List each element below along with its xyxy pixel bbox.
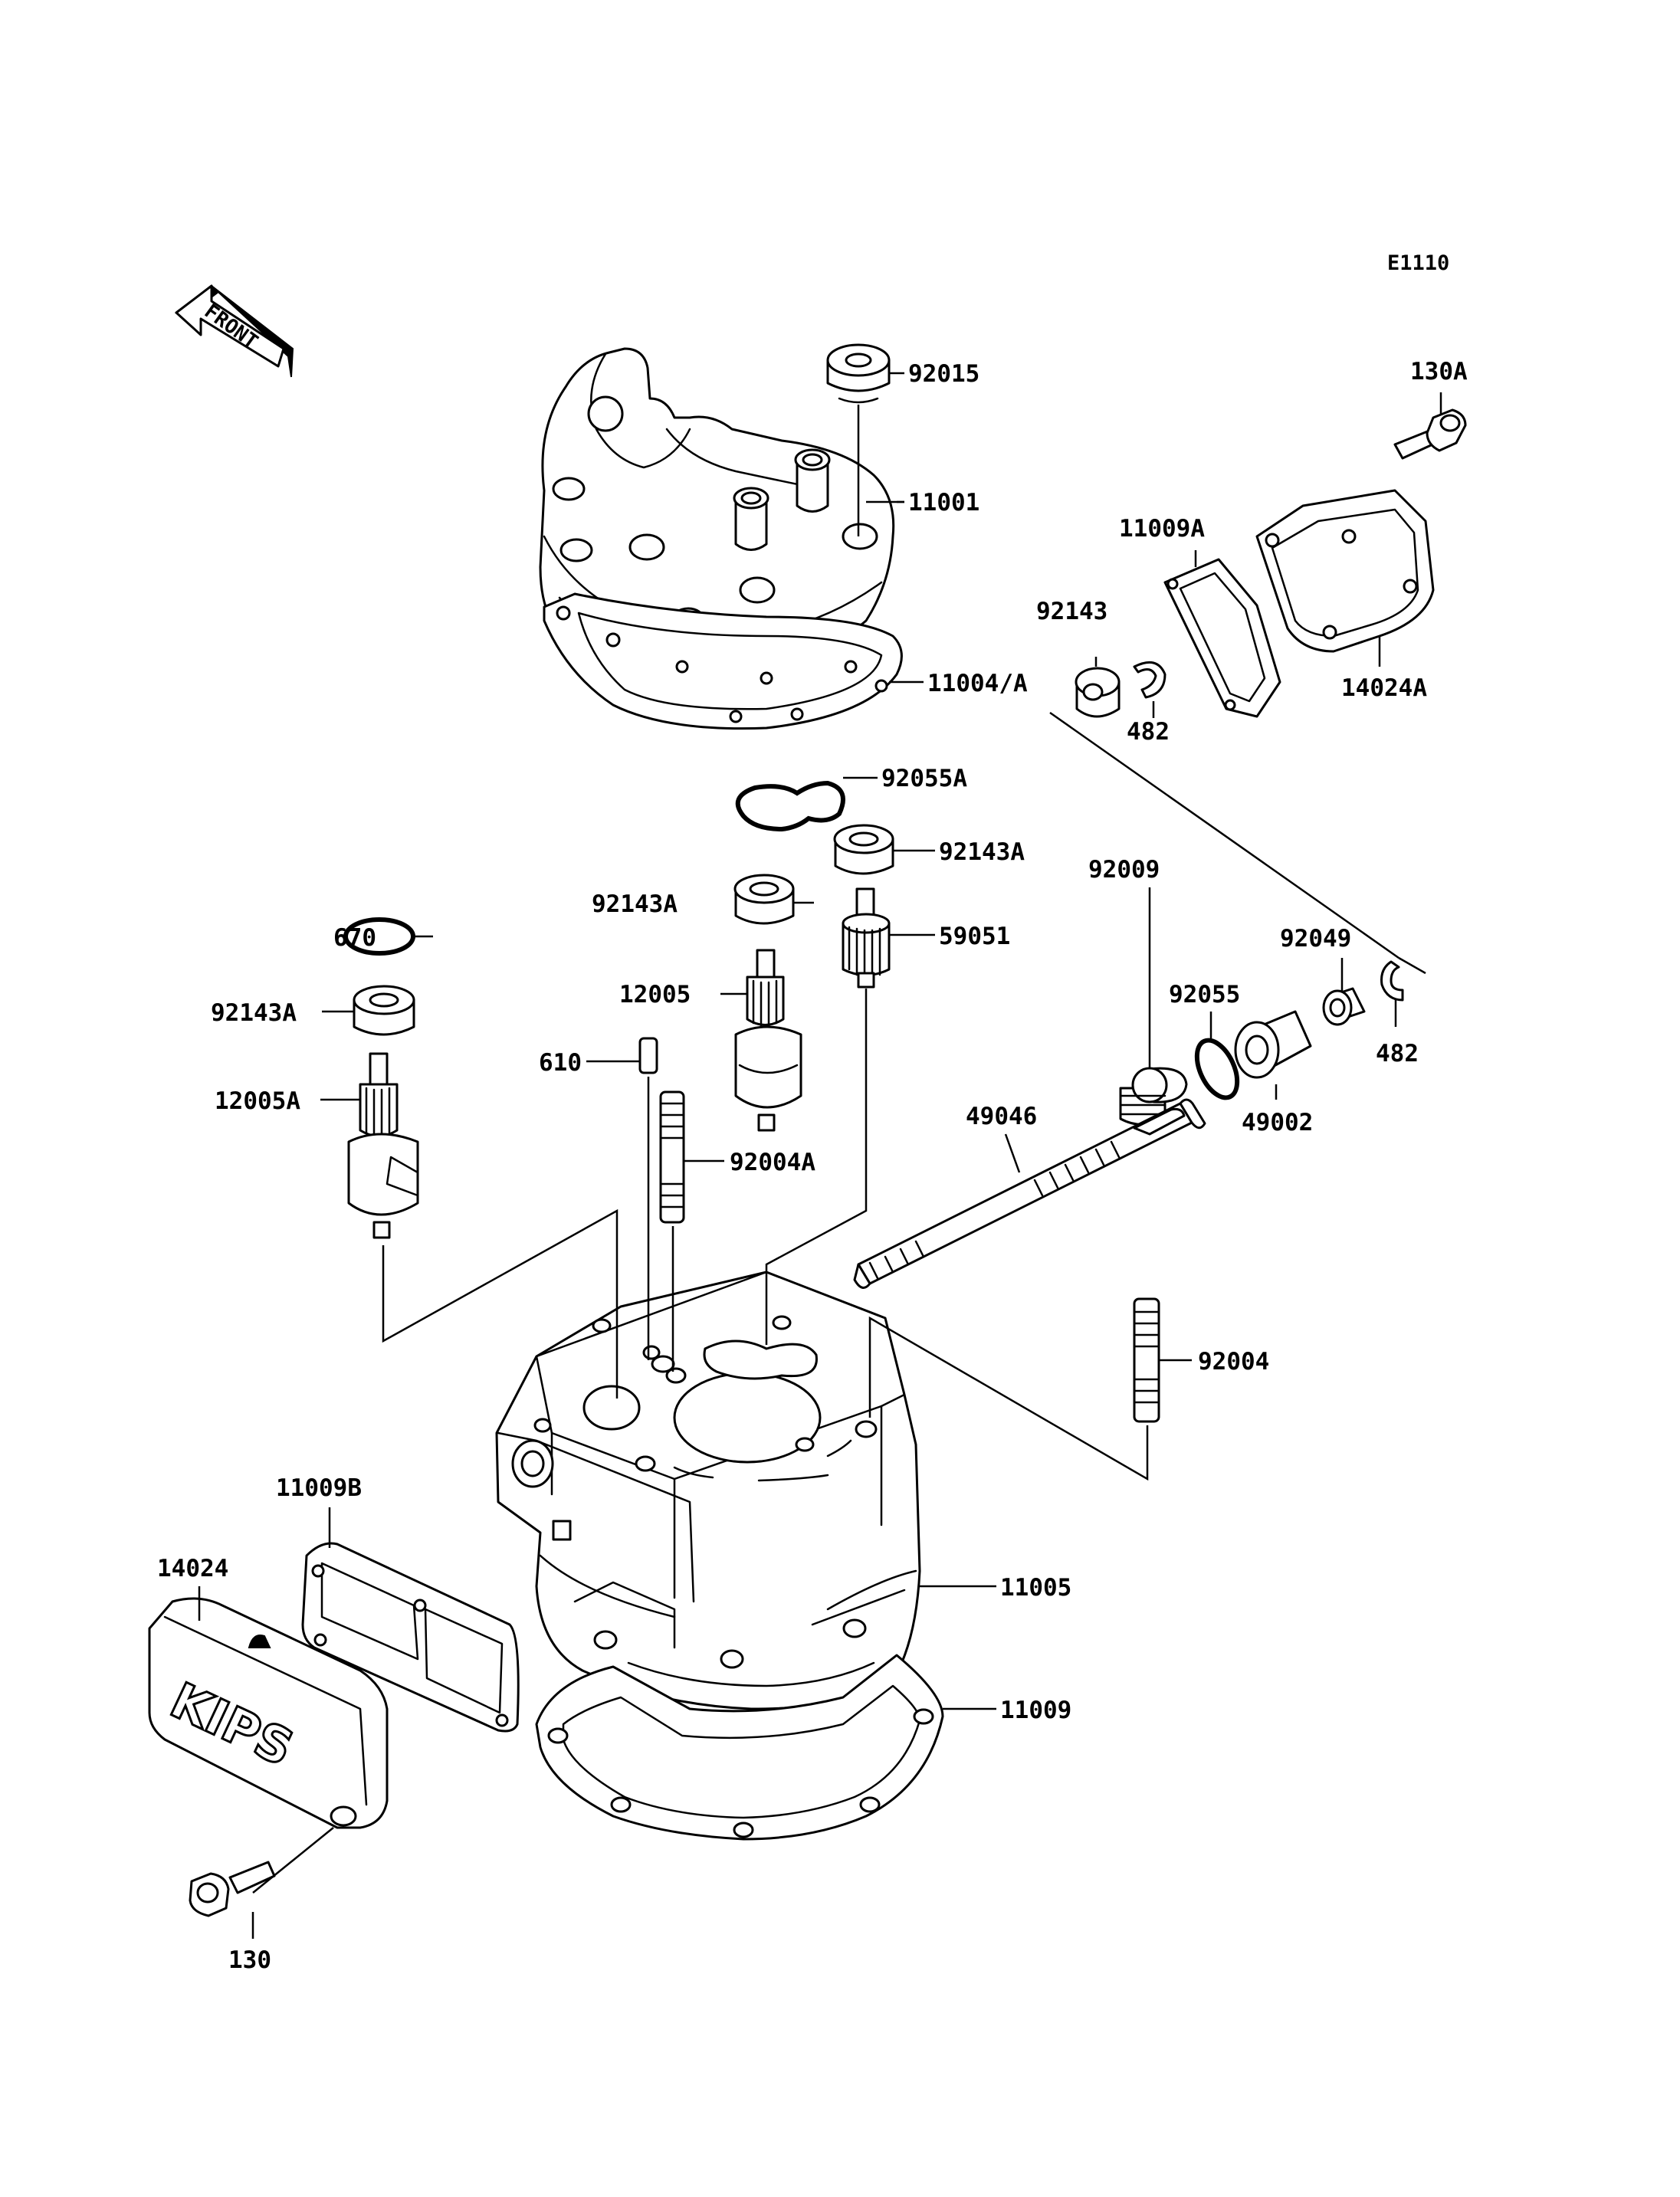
label-92004: 92004 <box>1198 1348 1269 1376</box>
label-92015: 92015 <box>908 360 979 388</box>
cover-14024A <box>1255 489 1435 653</box>
circlip-482-bottom <box>1380 960 1404 1002</box>
label-11005: 11005 <box>1000 1574 1071 1602</box>
o-ring-92055 <box>1194 1038 1240 1100</box>
bolt-130 <box>189 1861 276 1917</box>
circlip-482-top <box>1133 661 1166 699</box>
base-gasket-11009 <box>535 1654 944 1841</box>
label-59051: 59051 <box>939 923 1010 950</box>
gasket-11009B <box>301 1542 520 1733</box>
valve-12005 <box>734 949 802 1132</box>
cap-92143 <box>1075 667 1121 718</box>
nut-92015 <box>826 343 891 404</box>
label-14024A: 14024A <box>1341 674 1427 702</box>
diagram-code: E1110 <box>1387 251 1449 275</box>
label-130A: 130A <box>1410 358 1468 385</box>
part-labels: 92015 11001 130A 11009A 92143 11004/A 14… <box>157 358 1468 1974</box>
label-14024: 14024 <box>157 1555 228 1582</box>
cap-92143A-right <box>833 824 894 875</box>
bolt-130A <box>1393 408 1467 460</box>
label-92143: 92143 <box>1036 598 1107 625</box>
label-670: 670 <box>333 924 376 952</box>
label-49002: 49002 <box>1242 1109 1313 1136</box>
label-92004A: 92004A <box>730 1149 815 1176</box>
label-12005: 12005 <box>619 981 691 1008</box>
label-49046: 49046 <box>966 1103 1037 1130</box>
bearing-92049 <box>1322 987 1366 1026</box>
cap-92143A-left <box>353 985 415 1036</box>
stud-92004 <box>1133 1297 1160 1423</box>
gasket-11009A <box>1163 558 1281 718</box>
valve-12005A <box>347 1052 419 1239</box>
label-92143A-mid: 92143A <box>592 890 678 918</box>
label-482-bottom: 482 <box>1376 1040 1419 1067</box>
label-92143A-right: 92143A <box>939 838 1025 866</box>
stud-92004A <box>659 1090 685 1224</box>
label-482-top: 482 <box>1127 718 1170 746</box>
label-130: 130 <box>228 1946 271 1974</box>
label-92143A-left: 92143A <box>211 999 297 1027</box>
label-11009A: 11009A <box>1119 515 1205 543</box>
cap-92143A-mid <box>733 874 795 925</box>
label-11009: 11009 <box>1000 1697 1071 1724</box>
rod-49046 <box>853 1098 1206 1289</box>
label-92055: 92055 <box>1169 981 1240 1008</box>
label-12005A: 12005A <box>215 1087 300 1115</box>
guide-49002 <box>1234 1010 1312 1079</box>
label-92049: 92049 <box>1280 925 1351 953</box>
front-label: FRONT <box>200 300 262 353</box>
label-610: 610 <box>539 1049 582 1077</box>
leader-lines <box>198 372 1442 1939</box>
front-arrow-icon: FRONT <box>174 284 294 378</box>
label-92009: 92009 <box>1088 856 1160 884</box>
pin-610 <box>638 1037 658 1074</box>
o-ring-92055A <box>735 780 845 832</box>
head-gasket-11004 <box>543 592 903 730</box>
gear-shaft-59051 <box>842 887 891 989</box>
label-11001: 11001 <box>908 489 979 516</box>
label-92055A: 92055A <box>881 765 967 792</box>
label-11009B: 11009B <box>276 1474 362 1502</box>
label-11004A: 11004/A <box>927 670 1028 697</box>
cylinder-11005 <box>495 1271 921 1710</box>
